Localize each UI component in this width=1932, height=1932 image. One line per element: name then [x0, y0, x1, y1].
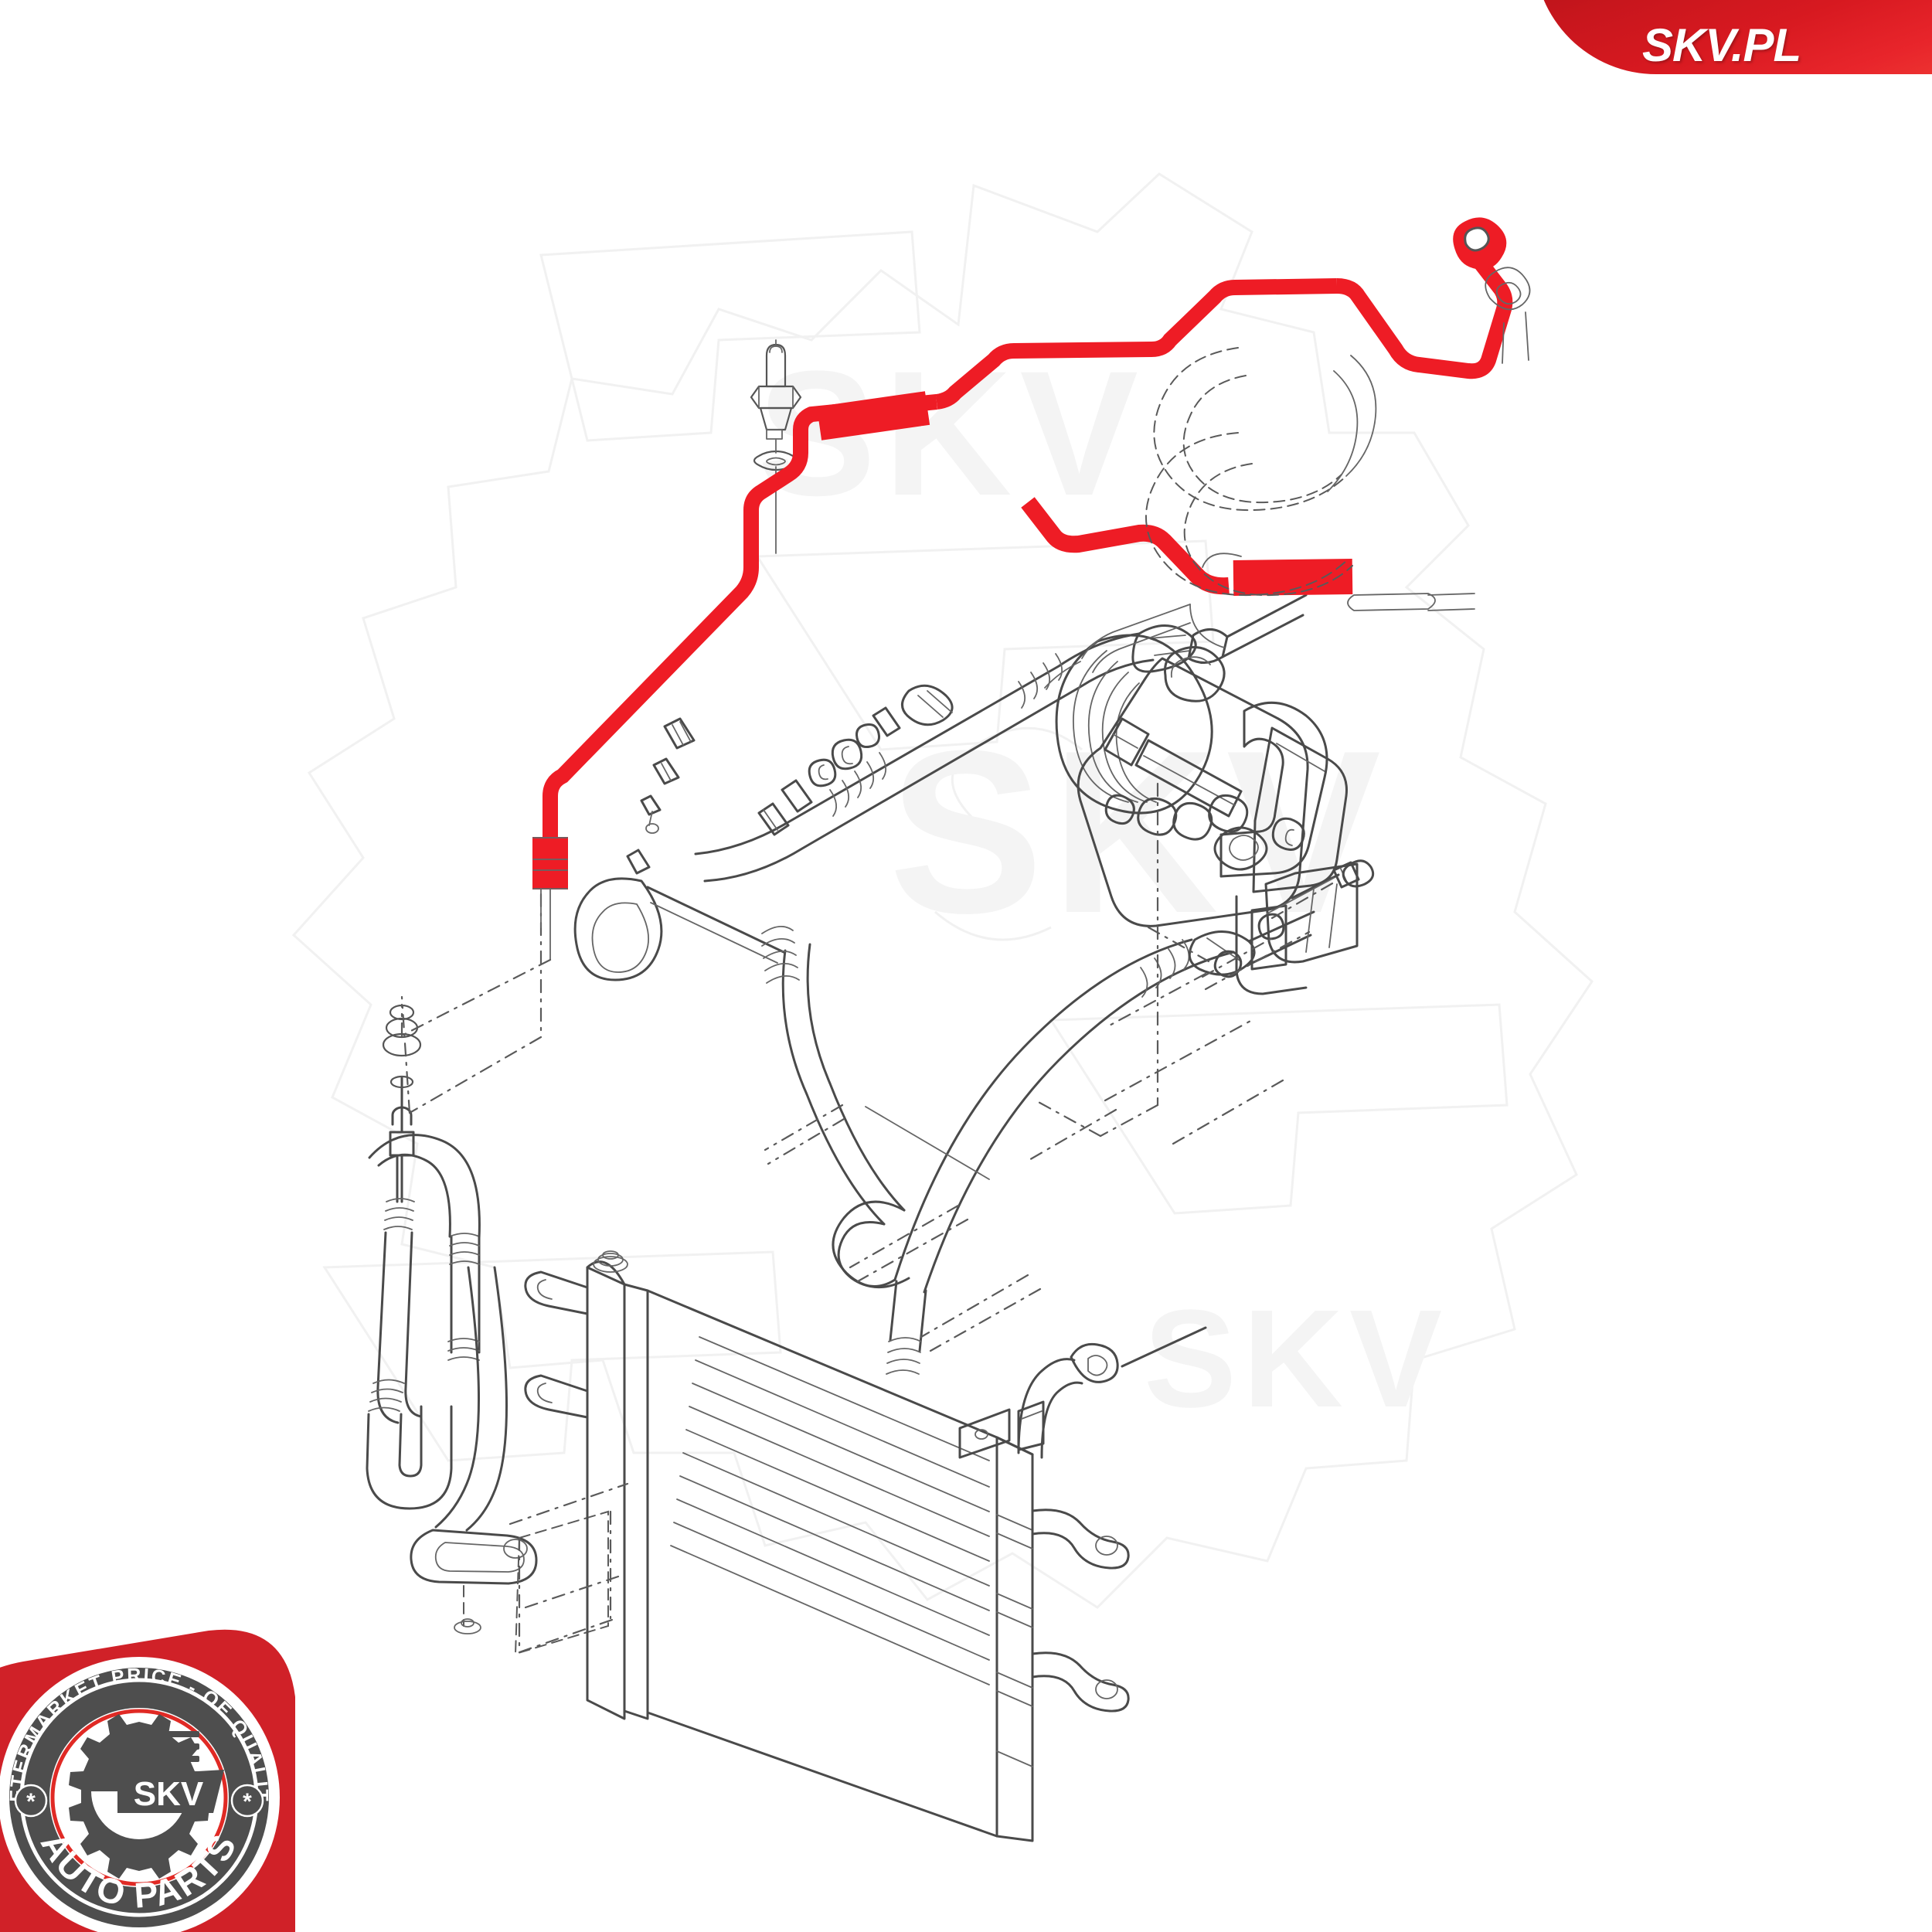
adjacent-hose-outlines — [1044, 267, 1531, 689]
receiver-drier-hose-pair — [366, 1004, 609, 1655]
seal-right-star-icon: * — [230, 1784, 264, 1818]
seal-center-text: SKV — [134, 1775, 204, 1813]
refrigerant-pipe-highlighted — [532, 217, 1513, 889]
ac-compressor — [1055, 634, 1359, 995]
seal-skv-banner — [117, 1770, 224, 1813]
aftermarket-quality-seal: AFTERMARKET PRICE - OE QUALITY AUTO PART… — [0, 1629, 301, 1932]
gear-exhaust-stripes — [167, 1731, 199, 1762]
condenser — [524, 1250, 1207, 1842]
suction-and-discharge-hoses — [573, 594, 1375, 1375]
svg-text:*: * — [26, 1789, 36, 1815]
svg-text:SKV: SKV — [889, 702, 1389, 961]
skv-gear-watermark: SKV SKV SKV — [291, 172, 1594, 1609]
svg-text:SKV: SKV — [757, 334, 1146, 532]
pipe-end-leader-line — [400, 888, 552, 1037]
svg-text:*: * — [243, 1789, 252, 1815]
svg-text:SKV: SKV — [1144, 1281, 1448, 1437]
assembly-construction-lines — [400, 782, 1335, 1654]
brand-name-text: SKV.PL — [1642, 19, 1801, 71]
seal-red-accent-ring — [50, 1709, 228, 1886]
seal-left-star-icon: * — [14, 1784, 48, 1818]
